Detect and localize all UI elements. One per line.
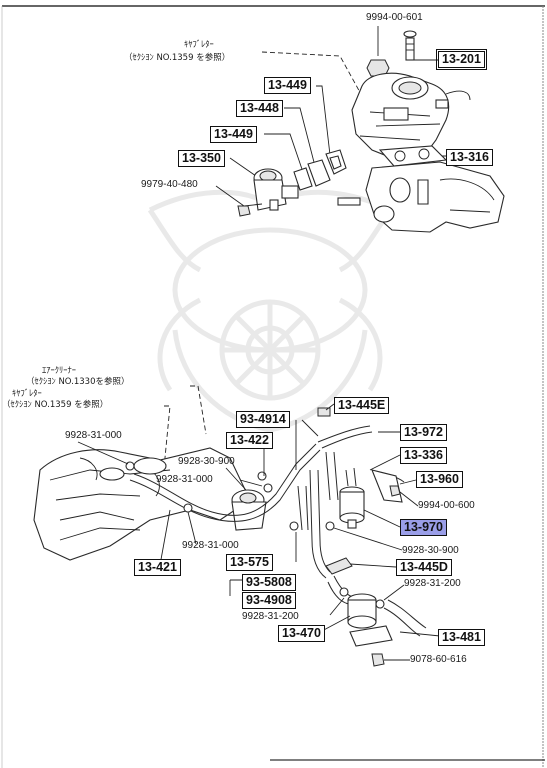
air-cleaner-note-title: ｴｱｰｸﾘｰﾅｰ: [42, 366, 77, 376]
part-number-label: 9928-31-200: [242, 611, 299, 622]
callout-13-336[interactable]: 13-336: [400, 447, 447, 464]
callout-93-4914[interactable]: 93-4914: [236, 411, 290, 428]
callout-13-972[interactable]: 13-972: [400, 424, 447, 441]
gasket-set: [293, 149, 347, 191]
part-number-label: 9979-40-480: [141, 179, 198, 190]
callout-13-575[interactable]: 13-575: [226, 554, 273, 571]
callout-13-445E[interactable]: 13-445E: [334, 397, 390, 414]
fuel-filter: [339, 486, 365, 529]
callout-13-960[interactable]: 13-960: [416, 471, 463, 488]
carburetor-note-ref: （ｾｸｼﾖﾝ NO.1359 を参照）: [2, 400, 109, 410]
part-number-label: 9928-31-000: [65, 430, 122, 441]
carburetor-note-ref: （ｾｸｼﾖﾝ NO.1359 を参照）: [124, 53, 231, 63]
callout-13-481[interactable]: 13-481: [438, 629, 485, 646]
hose-clips: [125, 407, 385, 609]
part-number-label: 9928-30-900: [178, 456, 235, 467]
in-line-filter: [347, 593, 410, 667]
callout-13-350[interactable]: 13-350: [178, 150, 225, 167]
watermark-emblem: [147, 189, 394, 433]
part-number-label: 9928-31-200: [404, 578, 461, 589]
callout-13-445D[interactable]: 13-445D: [396, 559, 452, 576]
part-number-label: 9994-00-600: [418, 500, 475, 511]
carburetor-note-title: ｷﾔﾌﾞﾚﾀｰ: [12, 389, 42, 399]
engine-block: [33, 447, 251, 561]
callout-13-448[interactable]: 13-448: [236, 100, 283, 117]
callout-13-449[interactable]: 13-449: [210, 126, 257, 143]
part-number-label: 9994-00-601: [366, 12, 423, 23]
callout-13-201[interactable]: 13-201: [436, 49, 487, 70]
fuel-pump-lower: [231, 489, 267, 531]
callout-13-449[interactable]: 13-449: [264, 77, 311, 94]
carburetor-assembly: [337, 72, 505, 233]
callout-93-4908[interactable]: 93-4908: [242, 592, 296, 609]
stud-13-201: [403, 30, 417, 61]
fuel-pump-top: [237, 168, 299, 217]
carburetor-note-title: ｷﾔﾌﾞﾚﾀｰ: [184, 40, 214, 50]
callout-93-5808[interactable]: 93-5808: [242, 574, 296, 591]
part-number-label: 9928-30-900: [402, 545, 459, 556]
callout-13-970-selected[interactable]: 13-970: [400, 519, 447, 536]
air-cleaner-note-ref: （ｾｸｼﾖﾝ NO.1330を参照）: [26, 377, 130, 387]
part-number-label: 9928-31-000: [182, 540, 239, 551]
callout-13-422[interactable]: 13-422: [226, 432, 273, 449]
callout-13-421[interactable]: 13-421: [134, 559, 181, 576]
part-number-label: 9928-31-000: [156, 474, 213, 485]
callout-13-470[interactable]: 13-470: [278, 625, 325, 642]
part-number-label: 9078-60-616: [410, 654, 467, 665]
bracket: [371, 469, 403, 503]
callout-13-316[interactable]: 13-316: [446, 149, 493, 166]
